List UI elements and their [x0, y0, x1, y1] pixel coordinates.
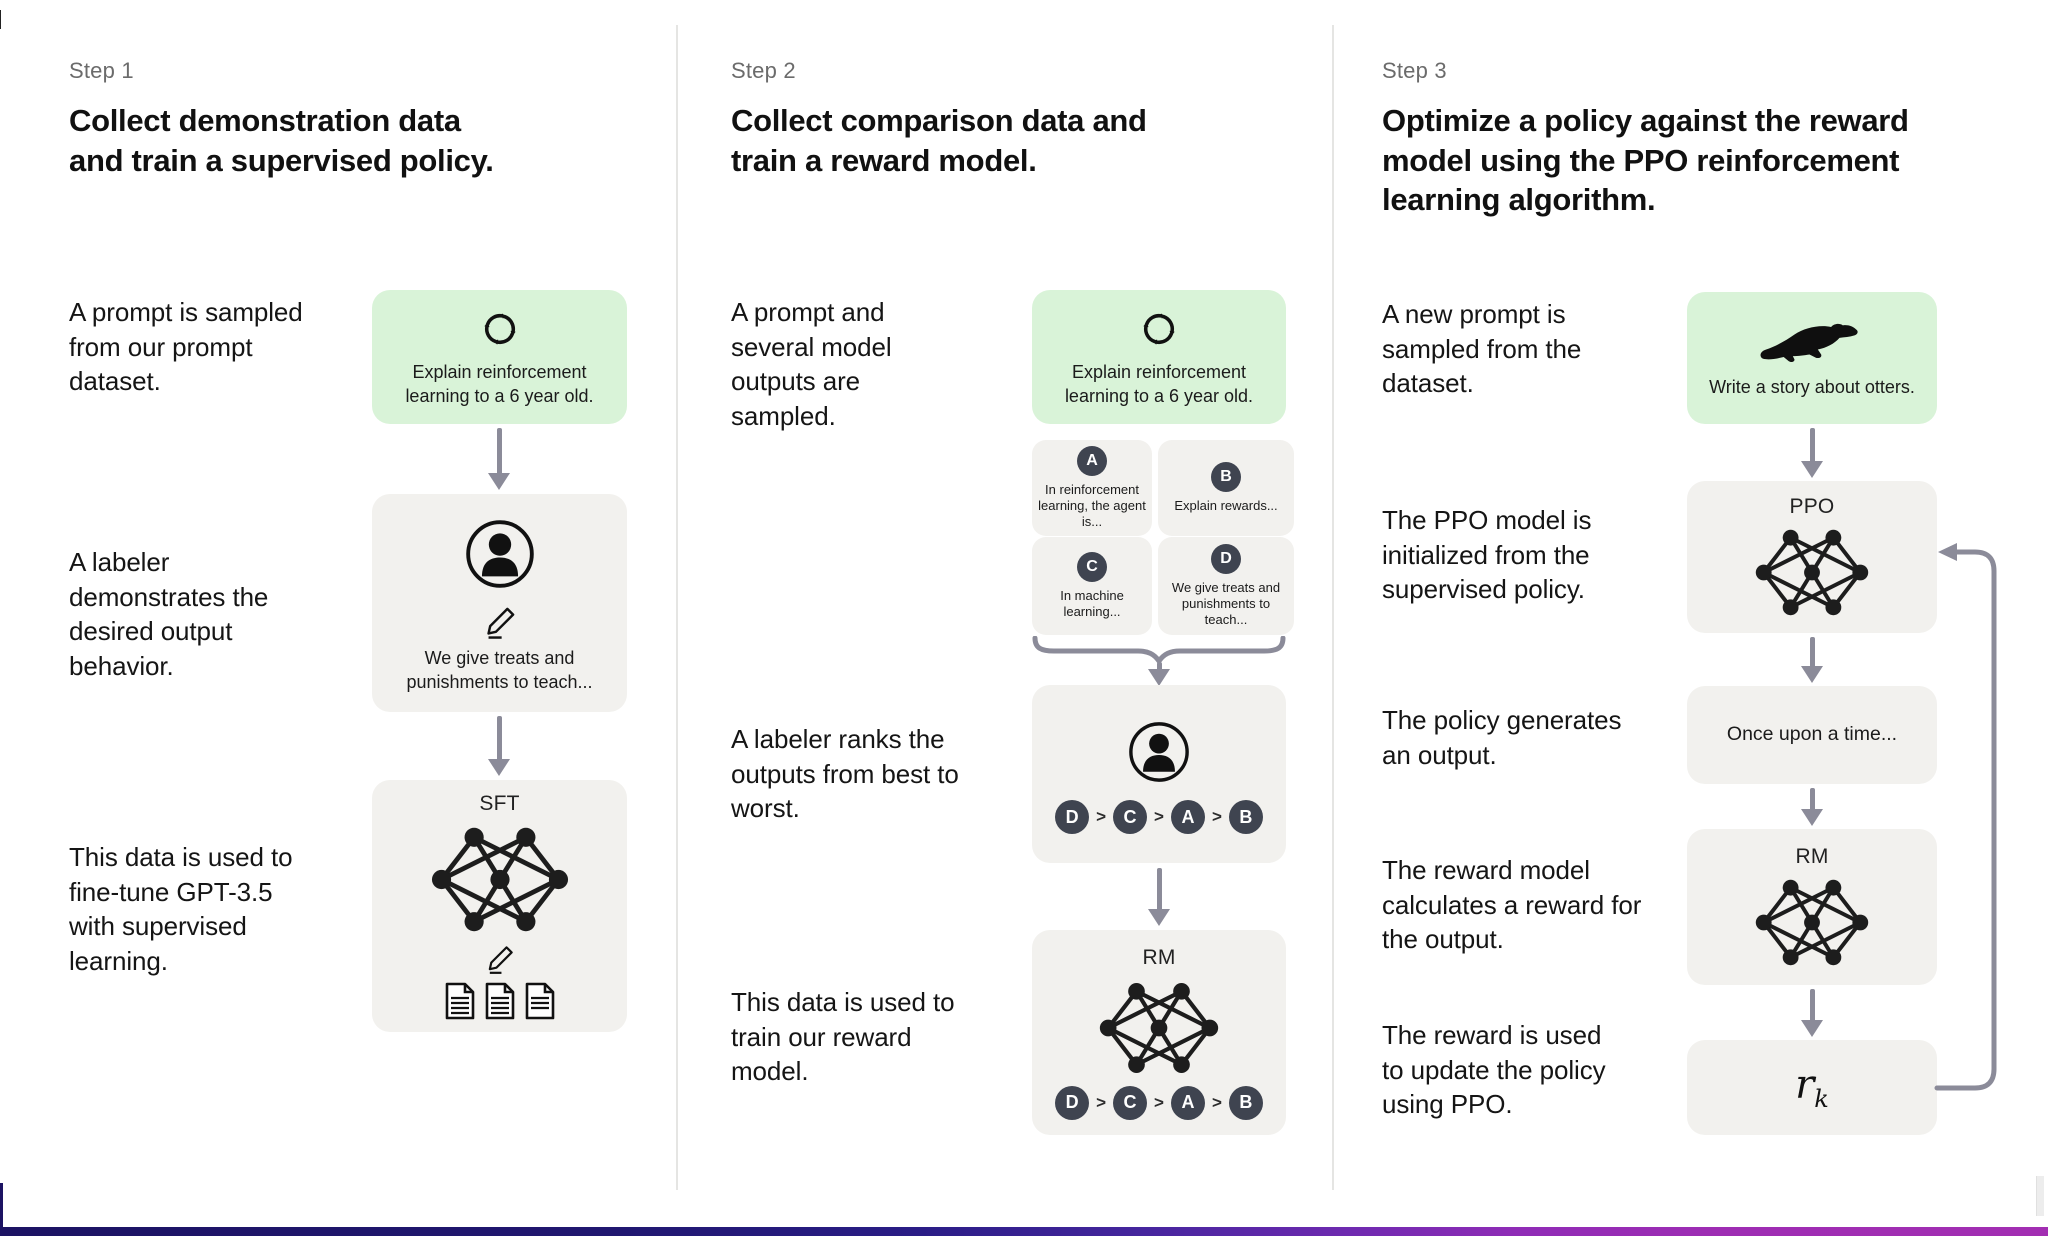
ppo-model-box: PPO	[1687, 481, 1937, 633]
rank-badge: C	[1113, 800, 1148, 834]
option-badge: A	[1077, 445, 1107, 476]
scrollbar-fragment[interactable]	[2036, 1176, 2044, 1216]
rank-badge: A	[1170, 800, 1205, 834]
output-box: Once upon a time...	[1687, 686, 1937, 784]
option-text: In machine learning...	[1060, 587, 1124, 619]
column-divider	[676, 25, 678, 1190]
option-text: We give treats and punishments to teach.…	[1171, 579, 1281, 628]
ranking-row: D > C > A > B	[1055, 1085, 1263, 1120]
prompt-box: Write a story about otters.	[1687, 292, 1937, 424]
pencil-icon	[482, 604, 518, 640]
neural-network-icon	[1747, 525, 1877, 620]
rank-badge: B	[1228, 1085, 1263, 1120]
greater-than: >	[1211, 1092, 1222, 1112]
model-label: RM	[1142, 945, 1176, 969]
greater-than: >	[1211, 807, 1222, 826]
arrow-down-icon	[1799, 788, 1825, 826]
step-text: This data is used to fine-tune GPT-3.5 w…	[69, 842, 293, 976]
otter-icon	[1757, 317, 1867, 367]
option-text: In reinforcement learning, the agent is.…	[1038, 481, 1146, 530]
brace-icon	[1032, 636, 1286, 664]
step-text: A prompt and several model outputs are s…	[731, 297, 892, 431]
pencil-icon	[484, 943, 516, 975]
step-text: A labeler ranks the outputs from best to…	[731, 724, 959, 824]
greater-than: >	[1096, 807, 1107, 826]
rank-badge: A	[1170, 1085, 1205, 1120]
step-text: A prompt is sampled from our prompt data…	[69, 297, 303, 397]
arrow-down-icon	[486, 716, 512, 776]
sft-model-box: SFT	[372, 780, 627, 1032]
rank-badge: D	[1055, 800, 1090, 834]
step-label: Step 1	[69, 58, 134, 83]
step-text: A new prompt is sampled from the dataset…	[1382, 299, 1582, 399]
output-option-b: B Explain rewards...	[1158, 440, 1294, 536]
option-badge: B	[1211, 461, 1241, 492]
step-text: The reward is used to update the policy …	[1382, 1020, 1606, 1120]
cycle-icon	[1136, 306, 1182, 352]
reward-value: rk	[1795, 1062, 1829, 1113]
cycle-icon	[477, 306, 523, 352]
clipped-edge-text: N	[0, 4, 3, 36]
greater-than: >	[1154, 1092, 1164, 1112]
rank-badge: B	[1228, 800, 1263, 834]
clipped-edge-line	[0, 1183, 3, 1236]
prompt-text: Explain reinforcement learning to a 6 ye…	[405, 361, 594, 406]
step-text: The policy generates an output.	[1382, 705, 1622, 770]
model-label: RM	[1795, 844, 1829, 868]
output-option-a: A In reinforcement learning, the agent i…	[1032, 440, 1152, 536]
feedback-loop-arrow-icon	[1930, 540, 2010, 1100]
model-label: PPO	[1789, 494, 1835, 518]
labeler-box: We give treats and punishments to teach.…	[372, 494, 627, 712]
step-text: This data is used to train our reward mo…	[731, 987, 955, 1087]
step-text: The reward model calculates a reward for…	[1382, 855, 1642, 955]
arrow-down-icon	[1799, 989, 1825, 1037]
demonstration-text: We give treats and punishments to teach.…	[406, 648, 593, 692]
option-badge: C	[1077, 551, 1107, 582]
step-text: The PPO model is initialized from the su…	[1382, 505, 1592, 605]
neural-network-icon	[425, 822, 575, 937]
arrow-down-icon	[1799, 637, 1825, 683]
person-icon	[457, 511, 543, 597]
output-text: Once upon a time...	[1726, 723, 1898, 746]
step-label: Step 3	[1382, 58, 1447, 83]
rm-model-box: RM D >	[1032, 930, 1286, 1135]
person-icon	[1121, 714, 1197, 790]
rm-model-box: RM	[1687, 829, 1937, 985]
neural-network-icon	[1747, 875, 1877, 970]
step-title: Collect demonstration data and train a s…	[69, 103, 494, 178]
prompt-text: Explain reinforcement learning to a 6 ye…	[1064, 361, 1254, 406]
prompt-box: Explain reinforcement learning to a 6 ye…	[372, 290, 627, 424]
step-title: Collect comparison data and train a rewa…	[731, 103, 1147, 178]
option-badge: D	[1211, 543, 1241, 574]
model-label: SFT	[479, 791, 520, 815]
step-text: A labeler demonstrates the desired outpu…	[69, 547, 269, 681]
rank-badge: C	[1113, 1085, 1148, 1120]
arrow-down-icon	[1146, 868, 1172, 926]
step-title: Optimize a policy against the reward mod…	[1382, 103, 1909, 218]
bottom-gradient-bar	[0, 1227, 2048, 1236]
rank-badge: D	[1055, 1085, 1090, 1120]
documents-icon	[443, 981, 557, 1021]
ranking-row: D > C > A > B	[1055, 800, 1263, 834]
neural-network-icon	[1089, 978, 1229, 1078]
step-label: Step 2	[731, 58, 796, 83]
arrow-down-icon	[1146, 662, 1172, 686]
prompt-text: Write a story about otters.	[1709, 376, 1915, 397]
output-option-d: D We give treats and punishments to teac…	[1158, 537, 1294, 635]
greater-than: >	[1154, 807, 1164, 826]
reward-box: rk	[1687, 1040, 1937, 1135]
option-text: Explain rewards...	[1174, 497, 1278, 513]
column-divider	[1332, 25, 1334, 1190]
greater-than: >	[1096, 1092, 1107, 1112]
prompt-box: Explain reinforcement learning to a 6 ye…	[1032, 290, 1286, 424]
output-option-c: C In machine learning...	[1032, 537, 1152, 635]
arrow-down-icon	[486, 428, 512, 490]
arrow-down-icon	[1799, 428, 1825, 478]
labeler-ranking-box: D > C > A > B	[1032, 685, 1286, 863]
